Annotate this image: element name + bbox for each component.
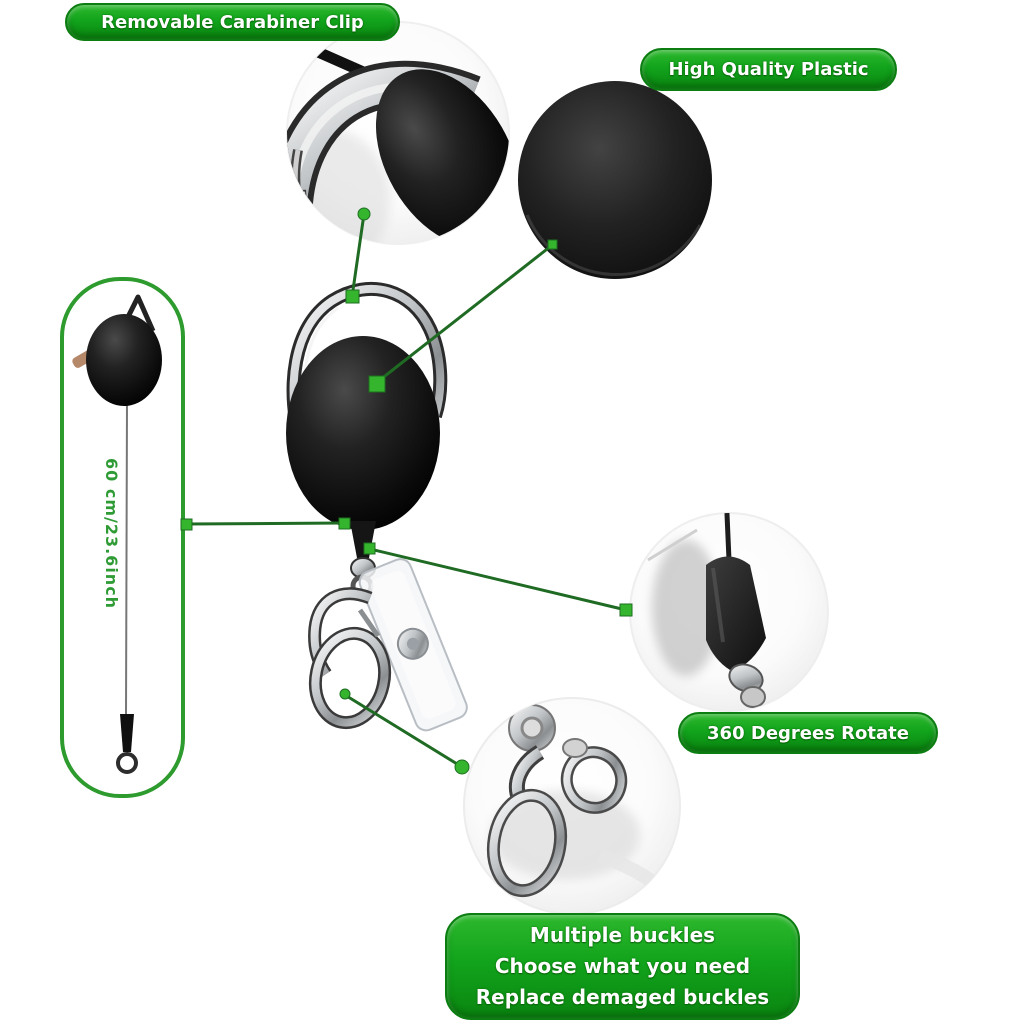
plastic-disc	[518, 81, 712, 279]
connector-nodes	[180, 207, 633, 775]
buckles-label-line1: Multiple buckles	[529, 923, 716, 947]
rotate-360-label: 360 Degrees Rotate	[678, 712, 938, 754]
lobster-clasp	[308, 587, 392, 730]
rotate-detail-circle	[629, 512, 829, 712]
buckles-label-line2: Choose what you need	[494, 954, 751, 978]
cord-length-box	[60, 277, 185, 798]
carabiner-clip-label-text: Removable Carabiner Clip	[101, 11, 364, 33]
vinyl-strap	[358, 558, 468, 732]
carabiner-clip-label: Removable Carabiner Clip	[65, 3, 400, 41]
cord-length-label: 60 cm/23.6inch	[102, 458, 121, 610]
high-quality-plastic-label-text: High Quality Plastic	[668, 59, 869, 80]
buckles-detail-circle	[463, 697, 681, 915]
cord-length-figure	[72, 294, 162, 774]
reel-body	[286, 336, 440, 530]
connector-lines	[185, 213, 627, 769]
carabiner-detail-circle	[286, 21, 510, 245]
high-quality-plastic-label: High Quality Plastic	[640, 48, 897, 91]
badge-reel	[286, 281, 468, 732]
rotate-360-label-text: 360 Degrees Rotate	[707, 722, 909, 744]
buckles-label-line3: Replace demaged buckles	[475, 985, 770, 1009]
multiple-buckles-label: Multiple buckles Choose what you need Re…	[445, 913, 800, 1020]
